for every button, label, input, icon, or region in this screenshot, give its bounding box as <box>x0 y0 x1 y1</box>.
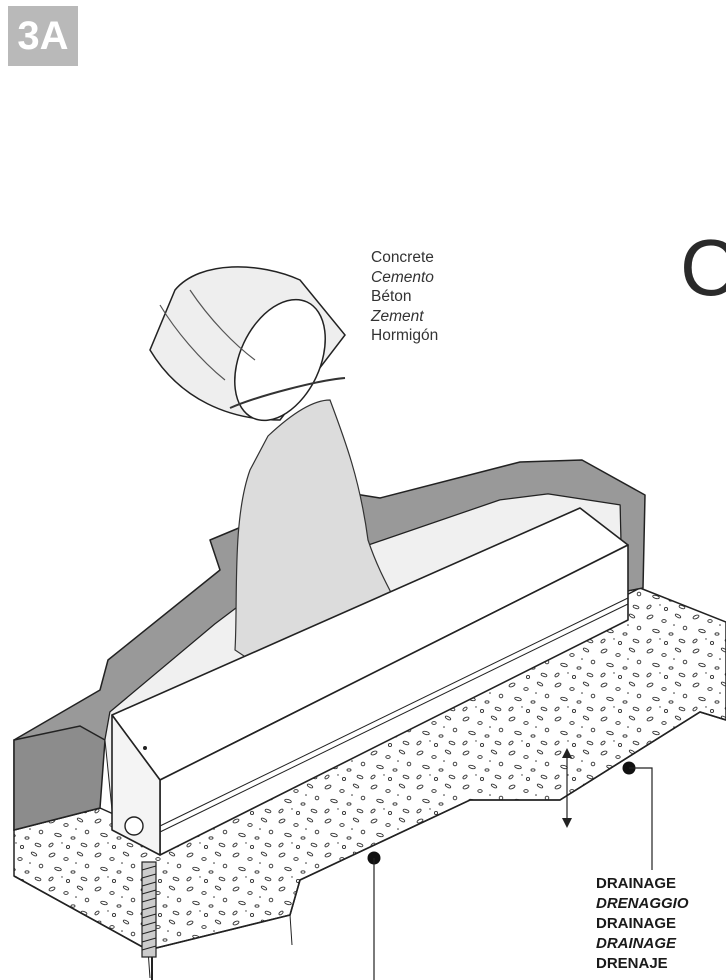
drainage-label: DRAINAGE DRENAGGIO DRAINAGE DRAINAGE DRE… <box>596 874 689 974</box>
concrete-label-it: Cemento <box>371 268 434 286</box>
drainage-label-en: DRAINAGE <box>596 875 677 892</box>
drain-pipe <box>141 861 157 980</box>
poured-concrete <box>234 399 401 661</box>
concrete-label-es: Hormigón <box>371 327 439 344</box>
concrete-bucket <box>149 266 346 422</box>
partial-heading-letter: C <box>680 223 726 312</box>
drainage-label-de: DRAINAGE <box>596 935 677 952</box>
callout-gravel-front <box>367 851 381 980</box>
callout-gravel-side <box>622 761 653 870</box>
depth-dimension-arrow <box>562 748 572 828</box>
drainage-label-es: DRENAJE <box>596 955 668 972</box>
concrete-label: Concrete Cemento Béton Zement Hormigón <box>371 248 438 346</box>
concrete-label-fr: Béton <box>371 288 412 305</box>
drainage-label-it: DRENAGGIO <box>596 895 689 912</box>
concrete-label-en: Concrete <box>371 249 434 266</box>
concrete-label-de: Zement <box>371 307 424 325</box>
drainage-label-fr: DRAINAGE <box>596 915 677 932</box>
step-badge: 3A <box>8 6 78 66</box>
drainage-channel <box>111 507 629 856</box>
